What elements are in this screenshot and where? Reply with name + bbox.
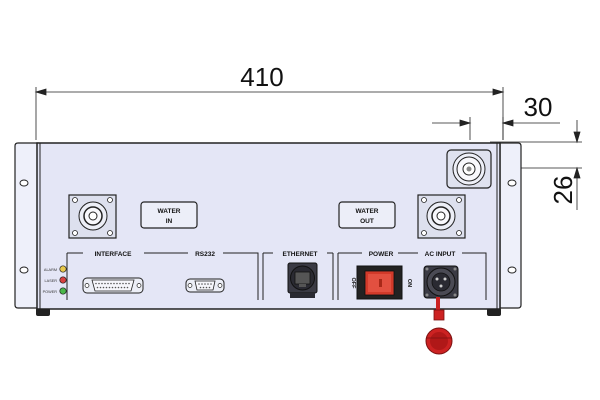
water-out-label-line1: WATER bbox=[356, 208, 379, 215]
alarm-led bbox=[59, 265, 67, 273]
switch-on-label: ON bbox=[406, 279, 412, 287]
offset-dimension bbox=[432, 117, 560, 140]
offset-dimension-label: 30 bbox=[524, 92, 553, 122]
laser-indicator-label: LASER bbox=[45, 279, 58, 283]
ac-input-label: AC INPUT bbox=[425, 251, 456, 258]
water-out-label-box: WATER OUT bbox=[338, 201, 396, 229]
foot-right bbox=[487, 308, 501, 316]
fiber-output-connector bbox=[446, 149, 492, 189]
power-led bbox=[59, 287, 67, 295]
ac-input-connector bbox=[423, 265, 459, 299]
indicator-panel: ALARM LASER POWER bbox=[43, 265, 67, 295]
water-in-label-line1: WATER bbox=[158, 208, 181, 215]
ethernet-label: ETHERNET bbox=[282, 251, 317, 258]
rs232-label: RS232 bbox=[195, 251, 215, 258]
water-in-connector bbox=[68, 194, 117, 239]
alarm-indicator-label: ALARM bbox=[44, 268, 57, 272]
rs232-connector bbox=[185, 278, 225, 293]
width-dimension-label: 410 bbox=[240, 62, 283, 92]
water-in-label-line2: IN bbox=[166, 218, 173, 225]
water-in-label-box: WATER IN bbox=[140, 201, 198, 229]
ethernet-section-frame bbox=[262, 252, 334, 300]
ethernet-connector bbox=[287, 262, 318, 298]
interface-label: INTERFACE bbox=[95, 251, 133, 258]
water-out-label-line2: OUT bbox=[360, 218, 374, 225]
interface-section-frame bbox=[66, 252, 259, 300]
switch-off-label: OFF bbox=[350, 278, 356, 290]
power-section-frame bbox=[337, 252, 487, 300]
ac-input-dust-cap bbox=[425, 297, 453, 355]
foot-left bbox=[36, 308, 50, 316]
power-label: POWER bbox=[369, 251, 394, 258]
rack-ear-right bbox=[499, 142, 522, 309]
interface-db-connector bbox=[82, 277, 144, 294]
power-indicator-label: POWER bbox=[43, 290, 58, 294]
power-rocker-switch[interactable] bbox=[356, 265, 403, 300]
height-dimension-label: 26 bbox=[548, 176, 578, 205]
width-dimension bbox=[34, 87, 505, 140]
rack-ear-left bbox=[14, 142, 39, 309]
laser-led bbox=[59, 276, 67, 284]
water-out-connector bbox=[417, 194, 466, 239]
